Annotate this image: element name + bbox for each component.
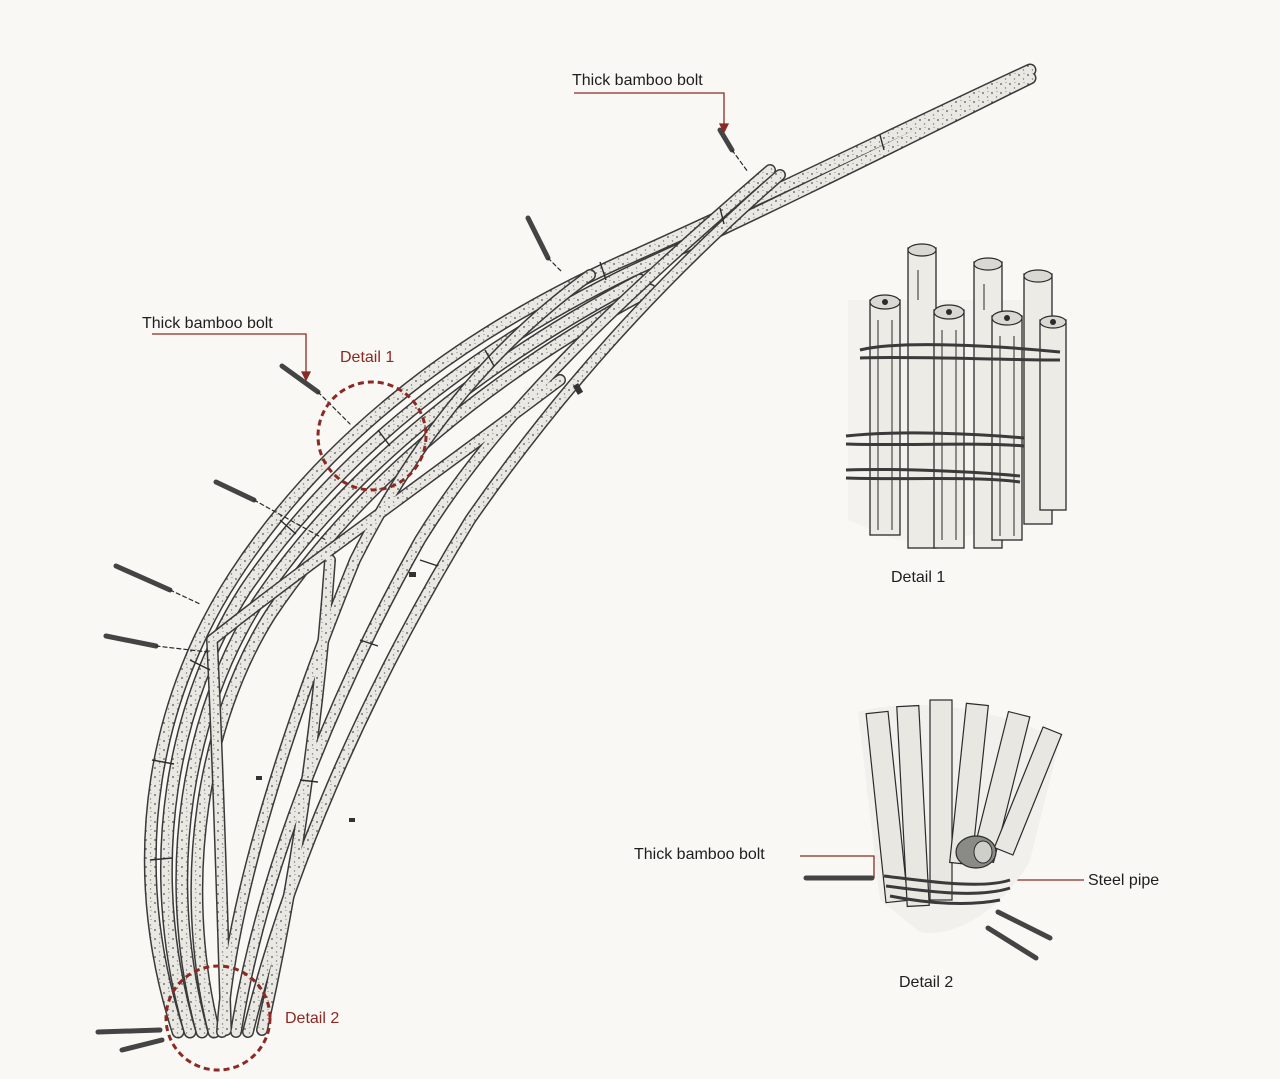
label-detail2-marker: Detail 2: [285, 1010, 340, 1027]
caption-detail1: Detail 1: [891, 569, 946, 586]
detail1-illustration: [845, 243, 1067, 549]
diagonal-struts: [206, 164, 786, 1038]
label-steel-pipe: Steel pipe: [1088, 872, 1160, 889]
bamboo-nodes: [149, 134, 885, 861]
detail2-marker-circle: [164, 964, 272, 1072]
label-thick-bamboo-bolt-top: Thick bamboo bolt: [572, 72, 703, 89]
label-detail1-marker: Detail 1: [340, 349, 395, 366]
label-thick-bamboo-bolt-left: Thick bamboo bolt: [142, 315, 273, 332]
detail1-marker-circle: [316, 380, 428, 492]
label-thick-bamboo-bolt-detail2: Thick bamboo bolt: [634, 846, 765, 863]
loose-pins: [256, 383, 584, 822]
detail2-illustration: [803, 699, 1063, 961]
caption-detail2: Detail 2: [899, 974, 954, 991]
main-arch-bundle: [143, 63, 1037, 1039]
bolts: [95, 127, 749, 1053]
